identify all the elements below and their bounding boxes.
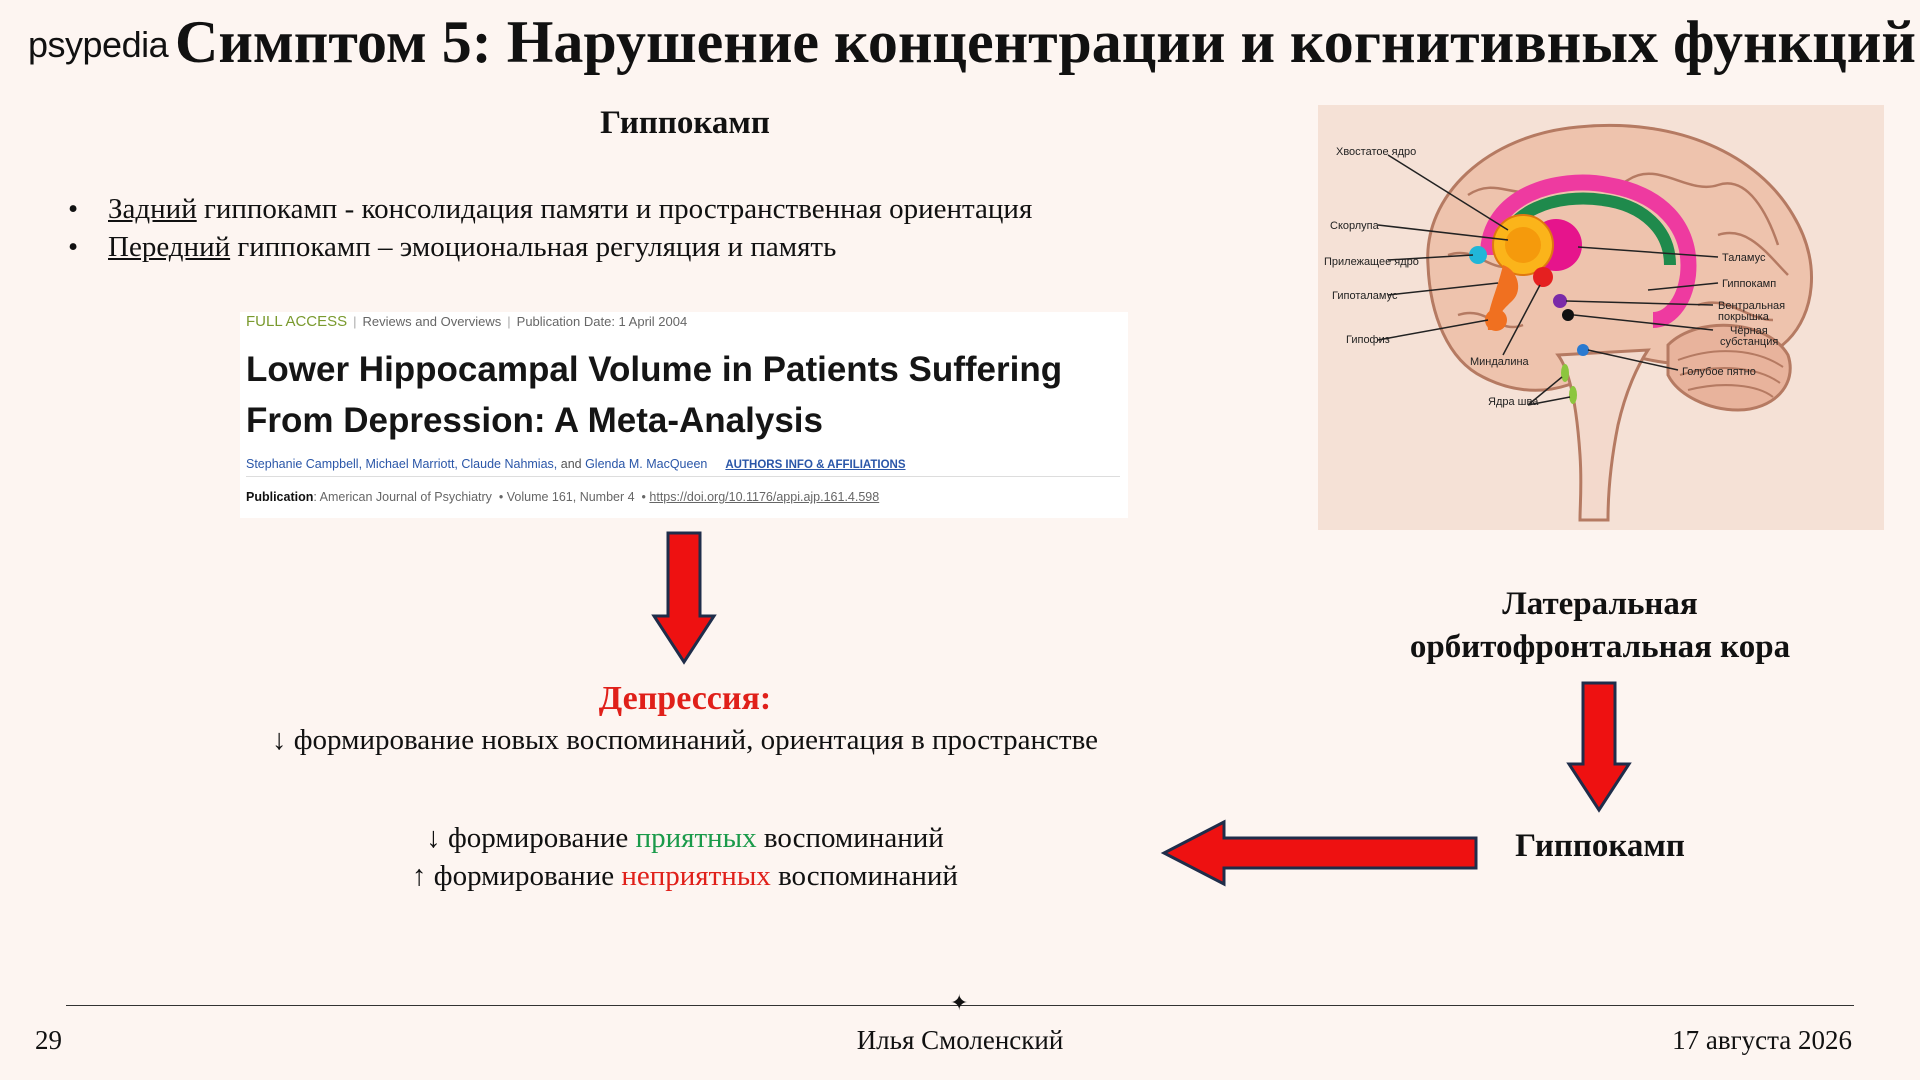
- brain-svg: Хвостатое ядро Скорлупа Прилежащее ядро …: [1324, 123, 1813, 522]
- pleasant-suffix: воспоминаний: [756, 822, 944, 854]
- lofc-label: Латеральная орбитофронтальная кора: [1350, 583, 1850, 669]
- article-category: Reviews and Overviews: [362, 314, 502, 329]
- label-putamen: Скорлупа: [1330, 220, 1380, 232]
- article-title: Lower Hippocampal Volume in Patients Suf…: [246, 350, 1063, 440]
- label-amygdala: Миндалина: [1470, 356, 1530, 368]
- pituitary-shape: [1485, 309, 1507, 331]
- article-meta: FULL ACCESS|Reviews and Overviews|Public…: [246, 313, 688, 330]
- last-author: Glenda M. MacQueen: [585, 457, 708, 471]
- pleasant-memories-line: ↓ формирование приятных воспоминаний: [280, 822, 1090, 855]
- vta-shape: [1553, 294, 1567, 308]
- unpleasant-prefix: ↑ формирование: [412, 860, 622, 892]
- bullet-anterior: Передний гиппокамп – эмоциональная регул…: [68, 228, 1032, 266]
- hippocampus-heading: Гиппокамп: [600, 105, 770, 141]
- snc-shape: [1562, 309, 1574, 321]
- label-snc-2: субстанция: [1720, 336, 1778, 348]
- hippocampus-right-label: Гиппокамп: [1515, 828, 1685, 864]
- footer-date: 17 августа 2026: [1672, 1025, 1852, 1055]
- label-caudate: Хвостатое ядро: [1336, 146, 1416, 158]
- bullet-text: гиппокамп - консолидация памяти и простр…: [196, 193, 1033, 225]
- footer-divider: [66, 1005, 1854, 1006]
- footer-author: Илья Смоленский: [856, 1025, 1064, 1055]
- pleasant-word: приятных: [635, 822, 757, 854]
- article-date: Publication Date: 1 April 2004: [516, 314, 688, 329]
- arrow-left-hippocampus: [1160, 819, 1478, 887]
- authors-list: Stephanie Campbell, Michael Marriott, Cl…: [246, 457, 558, 471]
- article-publication: Publication: American Journal of Psychia…: [246, 490, 880, 504]
- brain-diagram: Хвостатое ядро Скорлупа Прилежащее ядро …: [1318, 105, 1884, 530]
- affiliations-link[interactable]: AUTHORS INFO & AFFILIATIONS: [725, 459, 906, 471]
- unpleasant-suffix: воспоминаний: [770, 860, 958, 892]
- label-pituitary: Гипофиз: [1346, 334, 1390, 346]
- label-snc-1: Чёрная: [1730, 325, 1768, 337]
- access-badge: FULL ACCESS: [246, 313, 348, 330]
- article-authors: Stephanie Campbell, Michael Marriott, Cl…: [246, 457, 906, 471]
- bullet-term: Передний: [108, 231, 231, 263]
- unpleasant-memories-line: ↑ формирование неприятных воспоминаний: [280, 860, 1090, 893]
- journal-name: : American Journal of Psychiatry: [313, 490, 492, 504]
- label-accumbens: Прилежащее ядро: [1324, 256, 1419, 268]
- lofc-line-2: орбитофронтальная кора: [1409, 629, 1791, 665]
- publication-label: Publication: [246, 490, 314, 504]
- unpleasant-word: неприятных: [621, 860, 771, 892]
- label-locus: Голубое пятно: [1682, 366, 1756, 378]
- article-screenshot: FULL ACCESS|Reviews and Overviews|Public…: [240, 312, 1128, 518]
- arrow-down-lofc: [1566, 681, 1632, 813]
- doi-link[interactable]: https://doi.org/10.1176/appi.ajp.161.4.5…: [649, 490, 880, 504]
- bullet-term: Задний: [108, 193, 197, 225]
- page-number: 29: [35, 1025, 62, 1055]
- psypedia-logo: psypedia: [28, 24, 169, 65]
- amygdala-shape: [1533, 267, 1553, 287]
- lofc-line-1: Латеральная: [1502, 586, 1698, 622]
- hippocampus-bullets: Задний гиппокамп - консолидация памяти и…: [68, 190, 1032, 266]
- slide-title: Симптом 5: Нарушение концентрации и когн…: [175, 9, 1916, 75]
- bullet-text: гиппокамп – эмоциональная регуляция и па…: [230, 231, 837, 263]
- raphe-shape-2: [1569, 386, 1577, 404]
- caudate-arc: [1480, 174, 1697, 328]
- label-vta-1: Вентральная: [1718, 300, 1785, 312]
- label-vta-2: покрышка: [1718, 311, 1770, 323]
- brainstem: [1555, 348, 1651, 522]
- journal-volume: Volume 161, Number 4: [506, 490, 635, 504]
- locus-shape: [1577, 344, 1589, 356]
- authors-and: and: [557, 457, 586, 471]
- label-thalamus: Таламус: [1722, 252, 1766, 264]
- depression-label: Депрессия:: [598, 680, 772, 717]
- arrow-down-article: [651, 531, 717, 665]
- footer-star-icon: ✦: [950, 990, 969, 1015]
- label-hypothalamus: Гипоталамус: [1332, 290, 1398, 302]
- raphe-shape-1: [1561, 364, 1569, 382]
- bullet-posterior: Задний гиппокамп - консолидация памяти и…: [68, 190, 1032, 228]
- label-hippocampus: Гиппокамп: [1722, 278, 1776, 290]
- accumbens-shape: [1469, 246, 1487, 264]
- article-divider: [246, 476, 1120, 477]
- depression-effect: ↓ формирование новых воспоминаний, ориен…: [272, 724, 1098, 756]
- label-raphe: Ядра шва: [1488, 396, 1539, 408]
- pleasant-prefix: ↓ формирование: [426, 822, 636, 854]
